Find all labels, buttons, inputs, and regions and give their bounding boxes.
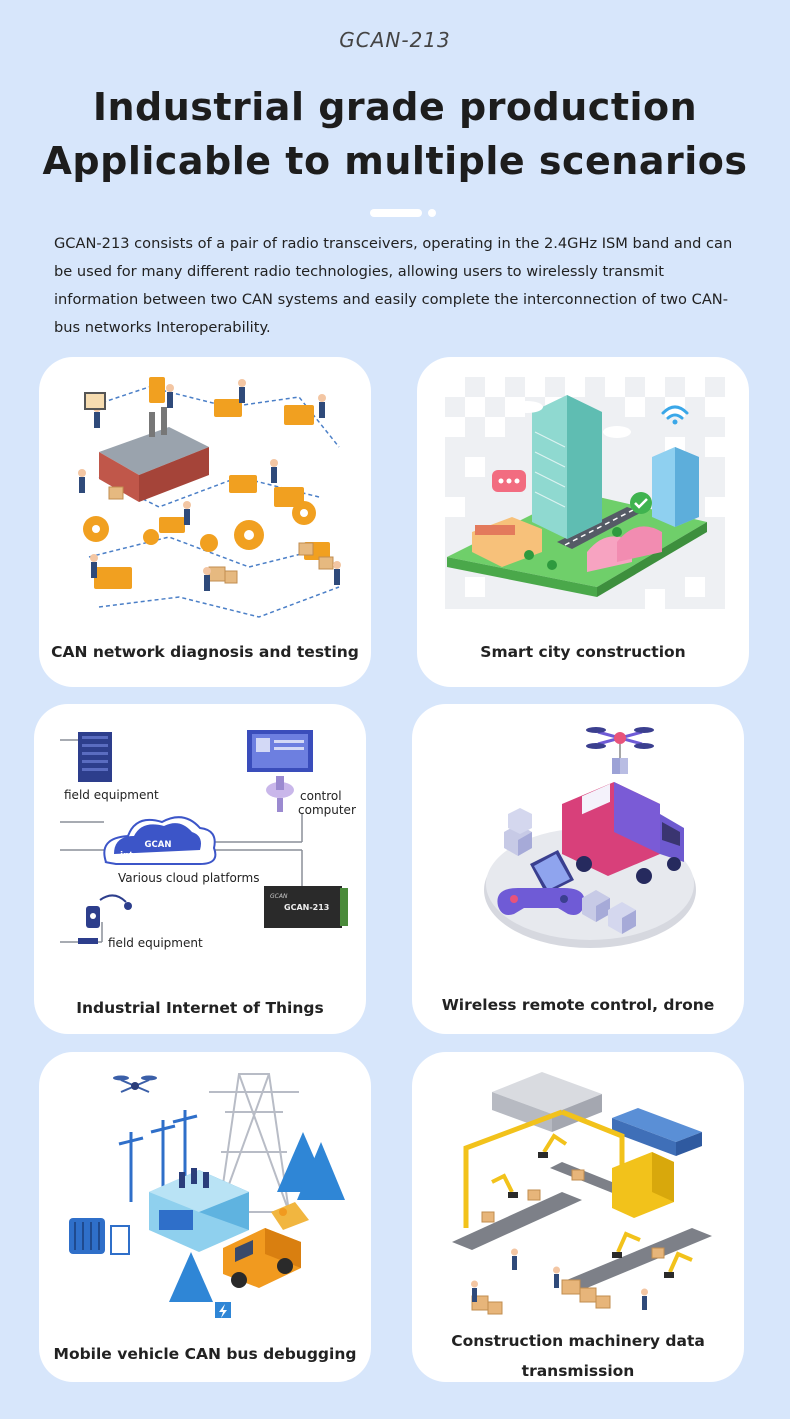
gcan-device-icon: GCAN GCAN-213 xyxy=(264,886,348,928)
device-brand: GCAN xyxy=(270,893,288,900)
card-can-network-diagnosis: CAN network diagnosis and testing xyxy=(39,357,371,687)
delivery-van-icon xyxy=(562,782,684,884)
card-label: Wireless remote control, drone xyxy=(441,996,715,1014)
drone-icon xyxy=(586,727,654,774)
power-poles-icon xyxy=(118,1110,198,1202)
card-construction-machinery: Construction machinery data transmission xyxy=(412,1052,744,1382)
cloud-icon xyxy=(103,816,217,865)
tablet-icon xyxy=(530,850,574,894)
utility-truck-icon xyxy=(223,1202,309,1288)
drone-delivery-illustration xyxy=(484,727,696,948)
divider-bar xyxy=(370,209,422,217)
tree-icons xyxy=(169,1132,345,1302)
factory-building-icon xyxy=(99,407,209,502)
headline: Industrial grade production Applicable t… xyxy=(0,80,790,188)
card-smart-city: Smart city construction xyxy=(417,357,749,687)
power-grid-vehicle-illustration xyxy=(69,1073,345,1318)
cloud-platforms-label: Various cloud platforms xyxy=(118,871,259,885)
card-mobile-vehicle: Mobile vehicle CAN bus debugging xyxy=(39,1052,371,1382)
card-label: Mobile vehicle CAN bus debugging xyxy=(53,1345,357,1363)
field-equipment-label-bottom: field equipment xyxy=(108,936,203,950)
gear-icons xyxy=(83,501,316,552)
train-icon xyxy=(612,1108,702,1156)
factory-assembly-line-illustration xyxy=(452,1072,712,1315)
sensor-icon xyxy=(78,894,132,944)
smart-city-illustration xyxy=(445,377,725,609)
field-equipment-label-top: field equipment xyxy=(64,788,159,802)
wifi-icon xyxy=(661,405,689,420)
server-rack-icon xyxy=(78,732,112,782)
cargo-box-icons xyxy=(471,1169,665,1315)
headline-line-2: Applicable to multiple scenarios xyxy=(42,139,748,183)
control-label: control xyxy=(300,789,342,803)
transformer-icon xyxy=(69,1218,130,1255)
drone-icon xyxy=(113,1075,157,1093)
card-label: Industrial Internet of Things xyxy=(76,999,324,1017)
computer-label: computer xyxy=(298,803,356,817)
brand-title: GCAN-213 xyxy=(339,28,451,52)
check-icon xyxy=(630,492,652,514)
factory-network-illustration xyxy=(78,377,341,618)
card-wireless-drone: Wireless remote control, drone xyxy=(412,704,744,1034)
game-controller-icon xyxy=(497,888,585,915)
cloud-title: GCAN xyxy=(145,840,172,850)
headline-line-1: Industrial grade production xyxy=(92,85,698,129)
cloud-subtitle: interconnection xyxy=(120,851,196,861)
card-label: CAN network diagnosis and testing xyxy=(51,643,359,661)
card-label: Smart city construction xyxy=(480,643,686,661)
robot-arm-icons xyxy=(491,1133,693,1273)
iot-network-diagram: field equipment control computer GCAN in… xyxy=(60,730,356,950)
card-industrial-iot: field equipment control computer GCAN in… xyxy=(34,704,366,1034)
divider-dot xyxy=(428,209,436,217)
card-label: Construction machinery data transmission xyxy=(451,1332,705,1380)
intro-paragraph: GCAN-213 consists of a pair of radio tra… xyxy=(54,235,733,336)
device-model: GCAN-213 xyxy=(284,903,329,912)
conveyor-rail xyxy=(463,1109,625,1228)
computer-icon xyxy=(247,730,313,812)
substation-icon xyxy=(149,1168,249,1252)
package-boxes-icon xyxy=(504,808,636,934)
